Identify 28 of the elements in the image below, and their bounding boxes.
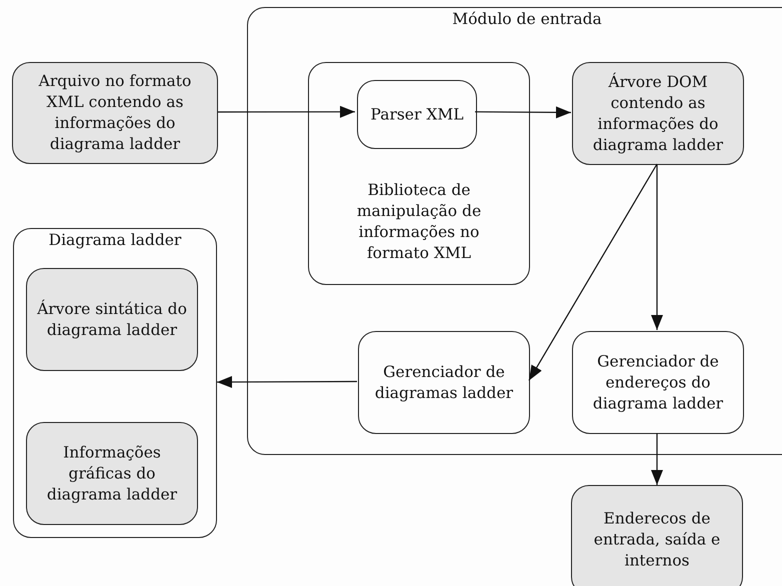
process-box: [572, 331, 744, 434]
arrow: [528, 164, 658, 381]
process-box: [26, 422, 198, 525]
box-label: Parser XML: [369, 104, 465, 125]
box-label: Gerenciador de diagramas ladder: [374, 362, 514, 404]
group-container: [13, 228, 217, 538]
group-title: Diagrama ladder: [48, 230, 182, 251]
arrow: [218, 106, 355, 118]
group-title: Biblioteca de manipulação de informações no formato XML: [356, 180, 482, 264]
arrow: [475, 106, 571, 118]
box-label: Arquivo no formato XML contendo as informações do diagrama ladder: [38, 71, 192, 155]
group-container: [308, 62, 530, 285]
process-box: [357, 80, 477, 149]
box-label: Árvore DOM contendo as informações do diagrama ladder: [592, 72, 724, 156]
process-box: [358, 331, 530, 434]
arrow: [217, 376, 357, 388]
arrow: [651, 164, 663, 330]
group-container: [247, 7, 782, 455]
box-label: Gerenciador de endereços do diagrama ladder: [592, 351, 724, 414]
process-box: [12, 62, 218, 164]
process-box: [572, 62, 744, 165]
group-title: Módulo de entrada: [451, 9, 603, 30]
process-box: [26, 268, 198, 371]
box-label: Árvore sintática do diagrama ladder: [36, 298, 188, 340]
process-box: [571, 485, 743, 586]
box-label: Enderecos de entrada, saída e internos: [592, 508, 722, 572]
box-label: Informações gráficas do diagrama ladder: [46, 442, 178, 505]
arrow: [651, 433, 663, 485]
